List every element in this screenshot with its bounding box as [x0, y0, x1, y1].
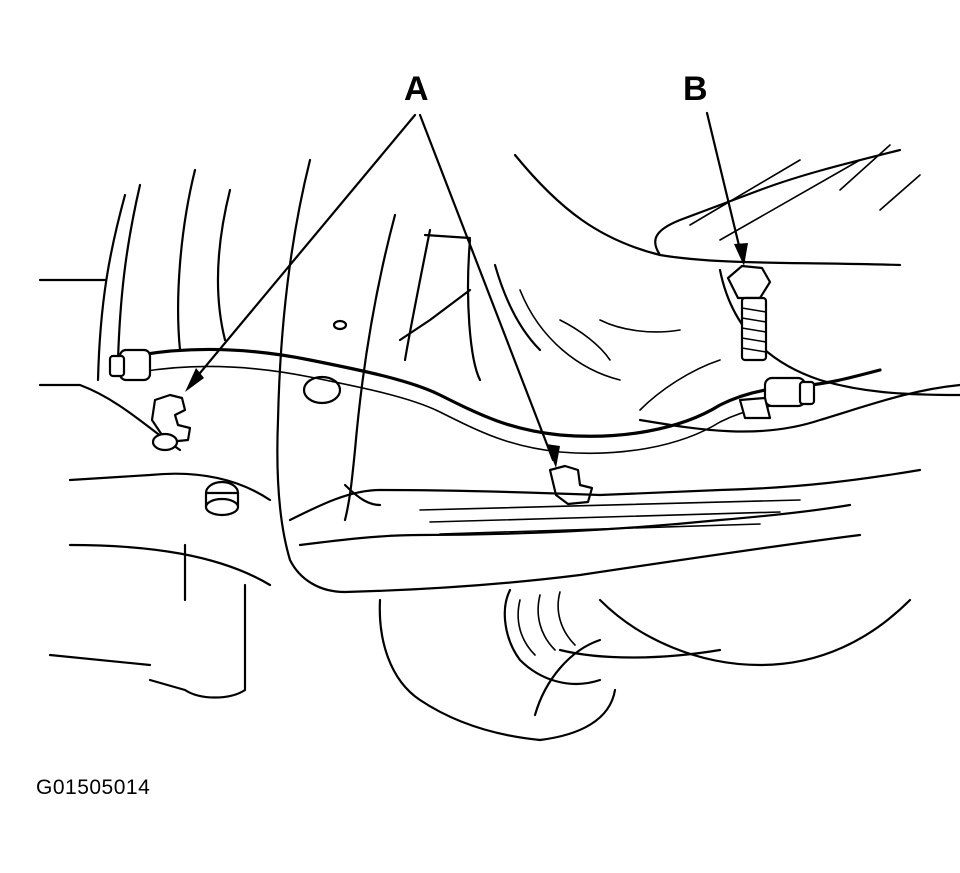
panel-contours: [519, 289, 721, 411]
brake-line-clip-left: [150, 393, 192, 452]
bolt: [726, 264, 772, 362]
brake-line: [108, 347, 882, 455]
body-panel: [513, 144, 960, 433]
axle-boot: [378, 588, 912, 742]
callout-b-leader: [705, 111, 748, 266]
callout-a-label: A: [404, 70, 429, 108]
brake-line-clip-center: [548, 464, 594, 506]
callout-a-leaders: [185, 113, 560, 468]
crossmember: [276, 158, 542, 594]
figure-id: G01505014: [36, 776, 151, 799]
callout-b-label: B: [683, 70, 708, 108]
left-frame: [38, 168, 272, 699]
lower-arm: [204, 468, 922, 594]
